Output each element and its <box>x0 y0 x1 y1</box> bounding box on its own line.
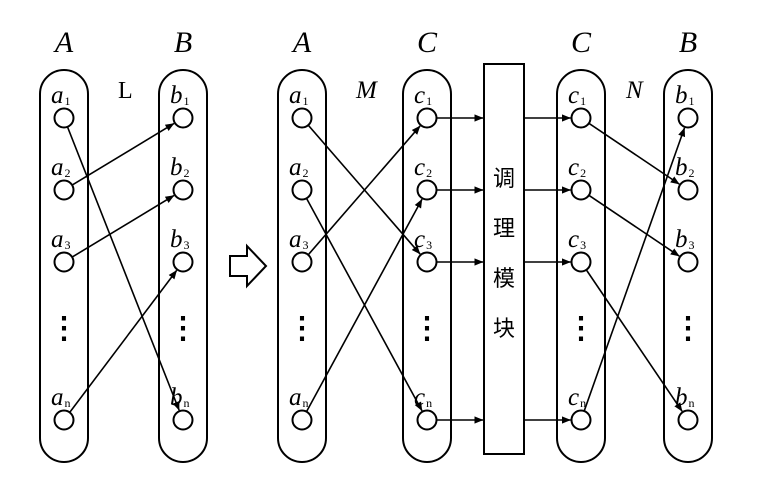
right-c2-label-5: cn <box>568 384 586 411</box>
right-col-a-header: A <box>291 26 312 59</box>
right-b-ellipsis: ⋮ <box>673 312 703 345</box>
left-b-node-1 <box>172 107 194 129</box>
right-a-label-1: a1 <box>289 82 309 109</box>
right-b-label-2: b2 <box>675 154 695 181</box>
right-c2-label-2: c2 <box>568 154 586 181</box>
right-column-c1-frame <box>402 69 452 463</box>
edge-n-3 <box>585 269 683 412</box>
right-a-node-2 <box>291 179 313 201</box>
edge-l-4 <box>69 269 178 413</box>
left-b-node-3 <box>172 251 194 273</box>
right-b-node-2 <box>677 179 699 201</box>
left-a-node-3 <box>53 251 75 273</box>
edge-m-4 <box>305 198 423 413</box>
edge-l-1 <box>66 126 180 411</box>
right-c2-node-5 <box>570 409 592 431</box>
right-a-ellipsis: ⋮ <box>287 312 317 345</box>
right-c2-node-1 <box>570 107 592 129</box>
edge-l-2 <box>71 122 175 186</box>
right-c2-label-3: c3 <box>568 226 586 253</box>
left-a-node-5 <box>53 409 75 431</box>
left-column-b-frame <box>158 69 208 463</box>
left-a-node-2 <box>53 179 75 201</box>
right-c2-label-1: c1 <box>568 82 586 109</box>
left-column-a-frame <box>39 69 89 463</box>
right-b-node-1 <box>677 107 699 129</box>
left-a-label-2: a2 <box>51 154 71 181</box>
right-column-c2-frame <box>556 69 606 463</box>
left-b-node-5 <box>172 409 194 431</box>
left-a-ellipsis: ⋮ <box>49 312 79 345</box>
right-b-node-3 <box>677 251 699 273</box>
right-column-a-frame <box>277 69 327 463</box>
right-column-b-frame <box>663 69 713 463</box>
left-b-label-3: b3 <box>170 226 190 253</box>
edge-l-3 <box>71 194 175 258</box>
module-char-4: 块 <box>493 317 515 342</box>
right-c1-node-5 <box>416 409 438 431</box>
left-a-label-1: a1 <box>51 82 71 109</box>
right-c2-node-3 <box>570 251 592 273</box>
left-a-label-5: an <box>51 384 71 411</box>
right-c1-node-2 <box>416 179 438 201</box>
module-char-1: 调 <box>493 167 515 192</box>
right-a-label-2: a2 <box>289 154 309 181</box>
left-a-node-1 <box>53 107 75 129</box>
right-c1-node-3 <box>416 251 438 273</box>
transform-arrow-icon <box>229 243 268 289</box>
left-col-b-header: B <box>174 26 192 59</box>
edge-m-3 <box>307 125 421 256</box>
right-a-label-3: a3 <box>289 226 309 253</box>
left-b-label-2: b2 <box>170 154 190 181</box>
right-a-node-1 <box>291 107 313 129</box>
right-col-c2-header: C <box>571 26 592 59</box>
right-b-node-5 <box>677 409 699 431</box>
right-a-node-3 <box>291 251 313 273</box>
left-col-a-header: A <box>53 26 74 59</box>
mapping-label-m: M <box>355 77 378 104</box>
right-b-label-1: b1 <box>675 82 695 109</box>
edge-n-1 <box>588 122 680 185</box>
right-c1-label-3: c3 <box>414 226 432 253</box>
right-c2-node-2 <box>570 179 592 201</box>
node-layer: a1 a2 a3 ⋮ an b1 b2 b3 ⋮ bn a1 a2 a3 ⋮ an c1 c2 c3 ⋮ cn c1 c2… <box>49 82 703 431</box>
module-char-3: 模 <box>493 267 515 292</box>
edge-n-2 <box>588 194 680 257</box>
right-b-label-5: bn <box>675 384 695 411</box>
right-col-b-header: B <box>679 26 697 59</box>
right-c1-label-1: c1 <box>414 82 432 109</box>
module-char-2: 理 <box>493 217 515 242</box>
edge-layer <box>66 114 686 424</box>
left-b-label-5: bn <box>170 384 190 411</box>
left-b-label-1: b1 <box>170 82 190 109</box>
right-c1-label-5: cn <box>414 384 432 411</box>
right-c1-ellipsis: ⋮ <box>412 312 442 345</box>
edge-n-4 <box>583 127 686 412</box>
right-a-label-5: an <box>289 384 309 411</box>
left-a-label-3: a3 <box>51 226 71 253</box>
right-c2-ellipsis: ⋮ <box>566 312 596 345</box>
right-col-c1-header: C <box>417 26 438 59</box>
left-b-node-2 <box>172 179 194 201</box>
right-c1-label-2: c2 <box>414 154 432 181</box>
right-b-label-3: b3 <box>675 226 695 253</box>
right-a-node-5 <box>291 409 313 431</box>
left-b-ellipsis: ⋮ <box>168 312 198 345</box>
right-c1-node-1 <box>416 107 438 129</box>
mapping-label-l: L <box>118 78 133 104</box>
conditioning-module-box <box>483 63 525 455</box>
mapping-label-n: N <box>625 77 644 104</box>
